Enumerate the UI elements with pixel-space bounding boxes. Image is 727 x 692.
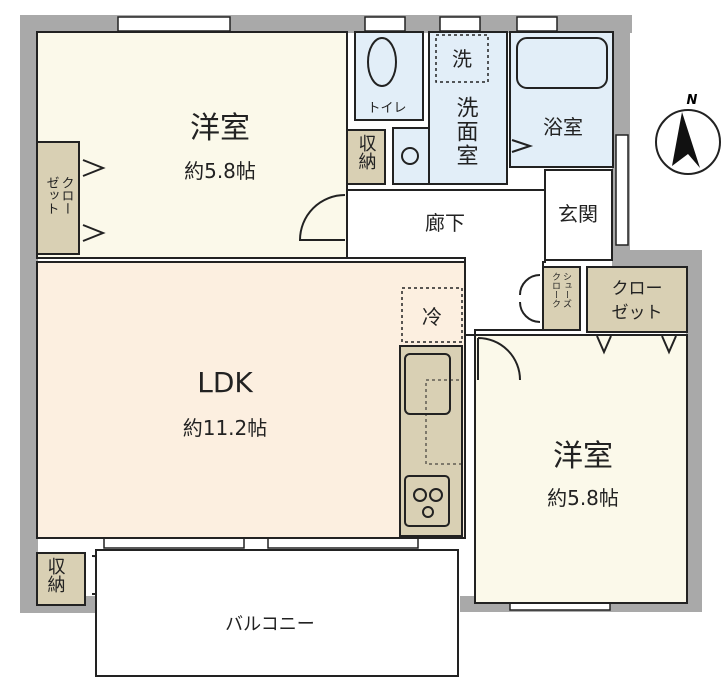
closet-1 [36, 141, 80, 255]
hallway-label: 廊下 [425, 211, 465, 235]
western-room-2-name: 洋室 [553, 439, 613, 474]
shoe-closet [542, 266, 581, 331]
kitchen-counter [399, 345, 463, 537]
kitchen-sink-icon [404, 353, 451, 415]
closet-door-markers [596, 335, 677, 355]
closet-2-label-1: クロー [612, 279, 663, 299]
storage-2 [36, 552, 86, 606]
north-arrow-icon [672, 112, 700, 168]
washroom-label: 洗面室 [453, 96, 479, 168]
closet-door-markers [82, 159, 106, 242]
door-swing [298, 194, 346, 241]
fridge-space [401, 287, 463, 343]
toilet [354, 31, 424, 121]
sink-icon [401, 147, 419, 165]
washing-machine-space [435, 34, 489, 83]
storage-2-label: 収納 [45, 557, 66, 593]
western-room-2 [474, 334, 688, 604]
balcony [95, 549, 459, 677]
balcony-label: バルコニー [225, 614, 315, 635]
washroom [428, 31, 508, 185]
western-room-1 [36, 31, 348, 259]
bath-door-marker [511, 139, 534, 153]
ldk-size: 約11.2帖 [183, 416, 268, 440]
toilet-icon [367, 37, 397, 87]
fridge-label: 冷 [422, 305, 442, 329]
kitchen-counter-space [425, 379, 463, 465]
windows [103, 16, 629, 611]
burner-icon [429, 488, 443, 502]
bathtub-icon [516, 37, 608, 89]
door-swing [477, 337, 521, 381]
shoe-closet-label-2: クローク [550, 272, 560, 308]
closet-2-label-2: ゼット [612, 303, 663, 323]
western-room-1-name: 洋室 [190, 111, 250, 146]
entrance [544, 169, 613, 261]
ldk [36, 261, 466, 539]
western-room-2-size: 約5.8帖 [547, 486, 619, 510]
shoe-closet-door [519, 274, 541, 323]
western-room-1-size: 約5.8帖 [184, 159, 256, 183]
stove-icon [404, 475, 450, 527]
storage-1 [346, 129, 386, 185]
closet-1-label-1: クロー [59, 176, 74, 215]
shoe-closet-label-1: シューズ [561, 272, 572, 308]
entrance-label: 玄関 [558, 202, 598, 226]
north-compass: N [655, 93, 721, 175]
washer-label: 洗 [452, 47, 472, 71]
closet-1-label-2: ゼット [44, 176, 60, 215]
hand-sink [392, 127, 430, 185]
bathroom-label: 浴室 [543, 115, 583, 139]
storage-1-label: 収納 [356, 134, 377, 170]
north-label: N [687, 93, 698, 108]
burner-icon [422, 506, 434, 518]
closet-2 [586, 266, 688, 333]
ldk-name: LDK [197, 366, 253, 399]
burner-icon [413, 488, 427, 502]
toilet-label: トイレ [367, 101, 406, 116]
